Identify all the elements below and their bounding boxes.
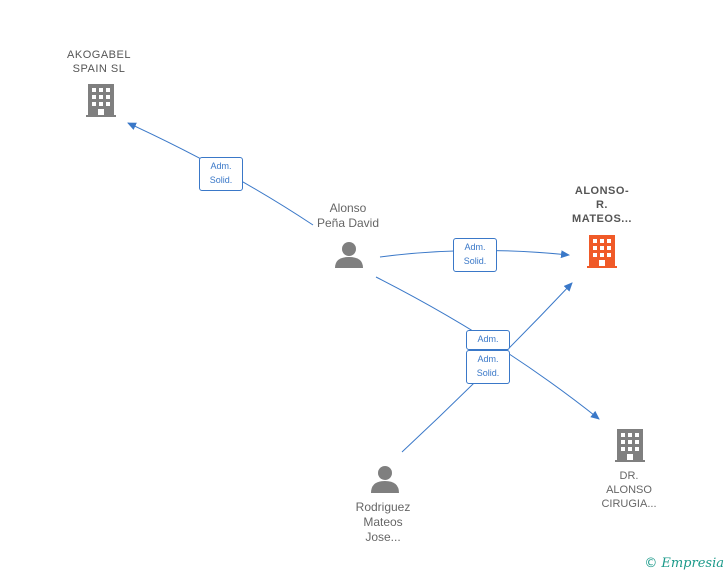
watermark-text: Empresia bbox=[661, 556, 724, 571]
building-icon[interactable] bbox=[86, 84, 116, 117]
node-label-alonso-r-mateos[interactable]: ALONSO- R. MATEOS... bbox=[572, 185, 632, 225]
building-icon[interactable] bbox=[615, 429, 645, 462]
person-icon[interactable] bbox=[335, 242, 363, 268]
node-label-rodriguez-mateos[interactable]: Rodriguez Mateos Jose... bbox=[355, 500, 411, 544]
node-label-dr-alonso[interactable]: DR. ALONSO CIRUGIA... bbox=[601, 470, 657, 510]
empresia-watermark: ©Empresia bbox=[644, 556, 724, 571]
edge-role-label: Adm. bbox=[466, 330, 510, 350]
person-icon[interactable] bbox=[371, 466, 399, 493]
building-icon[interactable] bbox=[587, 235, 617, 268]
edge-role-label: Adm. Solid. bbox=[199, 157, 243, 191]
edge-role-label: Adm. Solid. bbox=[466, 350, 510, 384]
edge-role-label: Adm. Solid. bbox=[453, 238, 497, 272]
node-label-alonso-pena[interactable]: Alonso Peña David bbox=[316, 201, 380, 230]
copyright-symbol: © bbox=[644, 556, 658, 571]
node-label-akogabel[interactable]: AKOGABEL SPAIN SL bbox=[67, 49, 131, 75]
